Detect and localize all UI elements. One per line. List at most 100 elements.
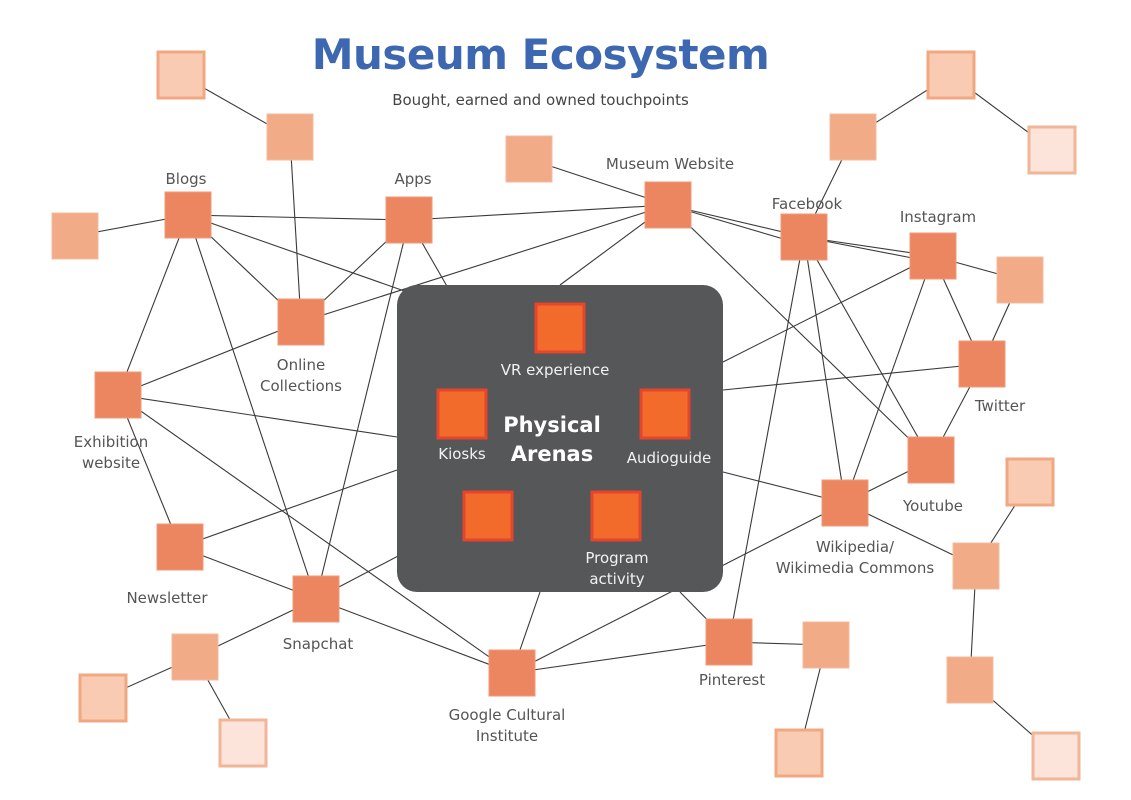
node-square[interactable] [78, 673, 128, 723]
node-square[interactable] [780, 213, 828, 261]
node-newsletter[interactable]: Newsletter [126, 523, 208, 607]
node-s-r-b[interactable] [952, 542, 1000, 590]
diagram-title: Museum Ecosystem [311, 30, 770, 79]
arena-item-label: activity [589, 570, 644, 588]
node-square[interactable] [946, 656, 994, 704]
node-label: Online [277, 356, 325, 374]
arena-item-unlabeled[interactable] [462, 490, 514, 542]
node-square[interactable] [909, 232, 957, 280]
node-label: Newsletter [126, 589, 208, 607]
node-wikipedia[interactable]: Wikipedia/Wikimedia Commons [776, 479, 935, 577]
arena-item-kiosks[interactable]: Kiosks [436, 388, 488, 463]
node-s-pin-b[interactable] [774, 728, 824, 778]
node-square[interactable] [996, 256, 1044, 304]
node-square[interactable] [1027, 125, 1077, 175]
edge-online_collections-exhibition_website [117, 321, 302, 396]
edge-s_tl_b-online_collections [289, 136, 302, 323]
arena-square[interactable] [639, 388, 691, 440]
node-square[interactable] [171, 633, 219, 681]
node-s-tr-c[interactable] [1027, 125, 1077, 175]
node-square[interactable] [926, 50, 976, 100]
node-square[interactable] [156, 523, 204, 571]
node-label: Twitter [974, 397, 1026, 415]
node-pinterest[interactable]: Pinterest [699, 618, 765, 689]
node-square[interactable] [774, 728, 824, 778]
arena-square[interactable] [590, 490, 642, 542]
node-square[interactable] [94, 371, 142, 419]
node-s-r-a[interactable] [1005, 457, 1055, 507]
edge-facebook-youtube [803, 236, 932, 461]
node-instagram[interactable]: Instagram [900, 208, 976, 280]
node-s-r-d[interactable] [1031, 731, 1081, 781]
arena-item-vr[interactable]: VR experience [501, 302, 610, 379]
node-s-mw[interactable] [505, 135, 553, 183]
node-square[interactable] [1031, 731, 1081, 781]
node-label: Facebook [772, 195, 843, 213]
arena-item-label: Kiosks [438, 445, 486, 463]
node-square[interactable] [277, 298, 325, 346]
arena-square[interactable] [534, 302, 586, 354]
node-s-bl-c[interactable] [218, 718, 268, 768]
node-museum-website[interactable]: Museum Website [606, 155, 734, 229]
node-apps[interactable]: Apps [385, 170, 433, 244]
node-square[interactable] [1005, 457, 1055, 507]
node-square[interactable] [644, 181, 692, 229]
node-label: Apps [394, 170, 431, 188]
node-square[interactable] [385, 196, 433, 244]
arena-square[interactable] [436, 388, 488, 440]
node-square[interactable] [218, 718, 268, 768]
node-label: website [82, 454, 140, 472]
arena-item-audioguide[interactable]: Audioguide [627, 388, 712, 467]
node-s-tl-b[interactable] [266, 113, 314, 161]
node-youtube[interactable]: Youtube [902, 436, 963, 515]
node-twitter[interactable]: Twitter [958, 340, 1026, 415]
diagram-subtitle: Bought, earned and owned touchpoints [392, 91, 689, 109]
node-s-bl-b[interactable] [78, 673, 128, 723]
node-square[interactable] [907, 436, 955, 484]
node-s-tl-a[interactable] [156, 50, 206, 100]
node-s-pin-a[interactable] [802, 621, 850, 669]
node-label: Collections [260, 377, 342, 395]
arena-item-label: VR experience [501, 361, 610, 379]
node-square[interactable] [292, 575, 340, 623]
node-square[interactable] [51, 212, 99, 260]
node-square[interactable] [829, 113, 877, 161]
node-square[interactable] [705, 618, 753, 666]
node-s-tr-b[interactable] [829, 113, 877, 161]
node-facebook[interactable]: Facebook [772, 195, 843, 261]
arena-item-label: Audioguide [627, 449, 712, 467]
edge-museum_website-online_collections [300, 204, 669, 323]
edge-apps-museum_website [408, 204, 669, 221]
node-square[interactable] [952, 542, 1000, 590]
node-square[interactable] [802, 621, 850, 669]
node-square[interactable] [505, 135, 553, 183]
edge-apps-snapchat [315, 219, 410, 600]
node-square[interactable] [266, 113, 314, 161]
node-s-bl-a[interactable] [171, 633, 219, 681]
arena-square[interactable] [462, 490, 514, 542]
node-square[interactable] [488, 649, 536, 697]
node-s-r-c[interactable] [946, 656, 994, 704]
node-label: Museum Website [606, 155, 734, 173]
edge-exhibition_website-newsletter [117, 394, 181, 548]
node-s-tr-a[interactable] [926, 50, 976, 100]
node-square[interactable] [821, 479, 869, 527]
edge-facebook-pinterest [728, 236, 805, 643]
node-s-left[interactable] [51, 212, 99, 260]
node-square[interactable] [156, 50, 206, 100]
edge-blogs-snapchat [187, 214, 317, 600]
node-square[interactable] [164, 191, 212, 239]
node-label: Wikipedia/ [816, 538, 895, 556]
node-label: Google Cultural [449, 706, 566, 724]
node-snapchat[interactable]: Snapchat [283, 575, 354, 653]
node-label: Institute [476, 727, 538, 745]
node-blogs[interactable]: Blogs [164, 170, 212, 239]
node-label: Snapchat [283, 635, 354, 653]
node-s-insta[interactable] [996, 256, 1044, 304]
node-square[interactable] [958, 340, 1006, 388]
